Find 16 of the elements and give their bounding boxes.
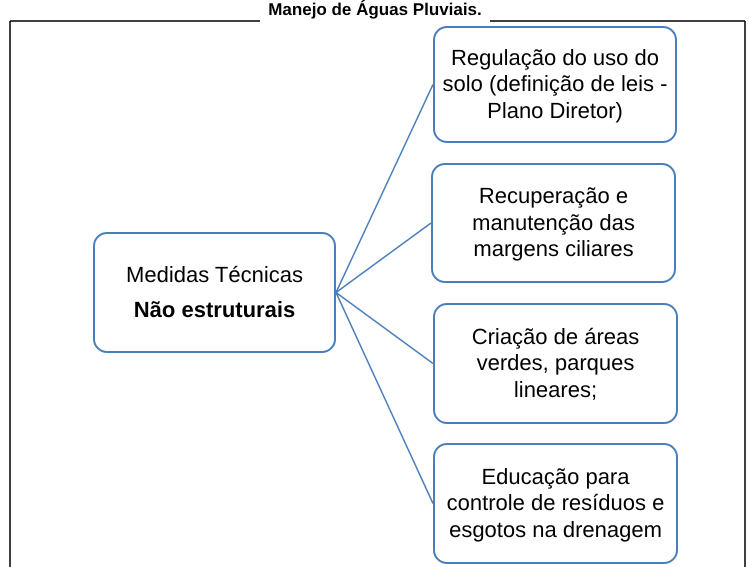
rounded-box — [433, 303, 678, 424]
node-text: Recuperação e manutenção das margens ciliares — [471, 183, 636, 263]
node-text: Educação para controle de resíduos e esgotos na drenagem — [446, 464, 666, 544]
connector-line — [335, 84, 434, 293]
node-text: Não estruturais — [134, 296, 296, 323]
node-text: Medidas Técnicas — [126, 262, 303, 288]
rounded-box — [93, 232, 336, 353]
connector-line — [336, 222, 432, 294]
rounded-box — [433, 443, 678, 564]
rounded-box — [433, 26, 677, 143]
rounded-box — [431, 163, 676, 283]
connector-line — [335, 292, 434, 504]
diagram-title: Manejo de Águas Pluviais. — [267, 0, 483, 20]
node-text: Criação de áreas verdes, parques lineares; — [470, 324, 640, 404]
node-text: Regulação do uso do solo (definição de leis - Plano Diretor) — [441, 44, 668, 124]
connector-line — [336, 292, 434, 364]
